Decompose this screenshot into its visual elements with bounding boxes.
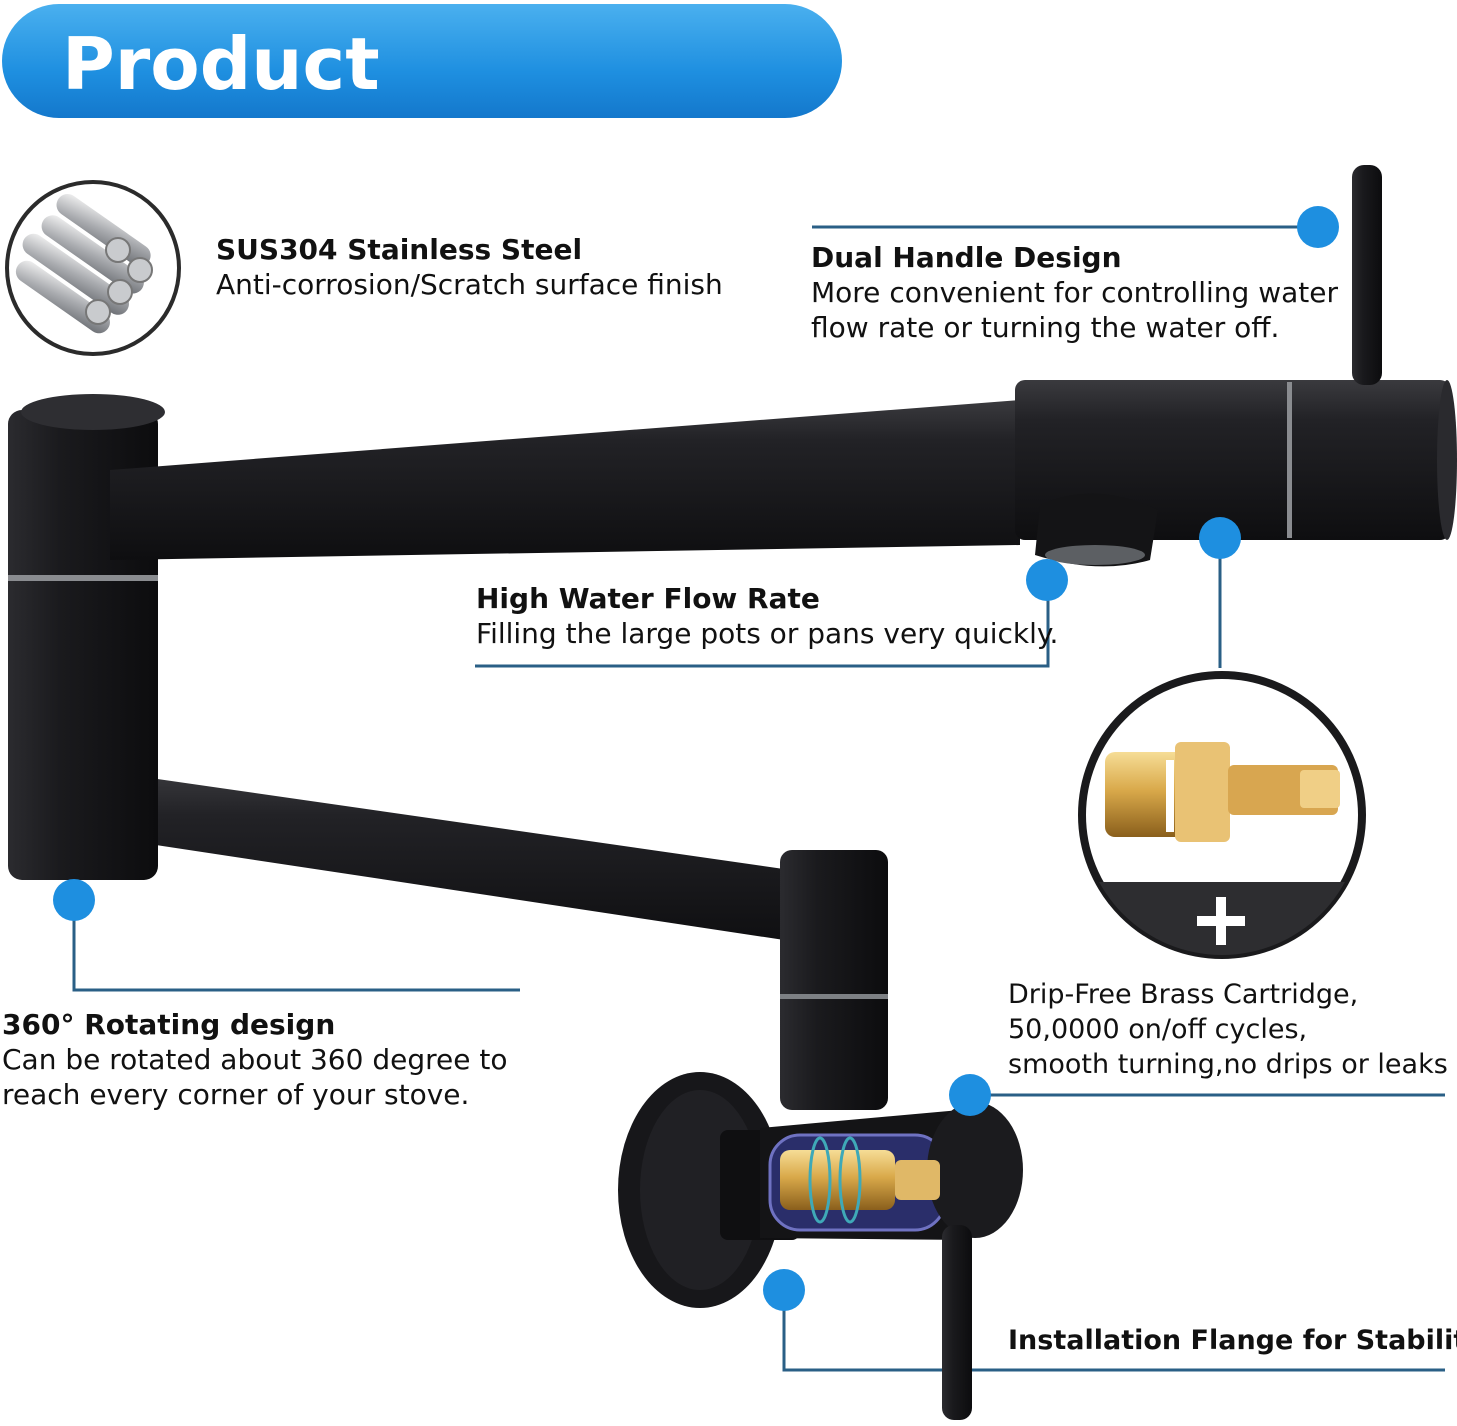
feature-handle: Dual Handle Design More convenient for c…	[811, 240, 1338, 345]
plus-icon	[1197, 897, 1245, 945]
feature-steel: SUS304 Stainless Steel Anti-corrosion/Sc…	[216, 232, 723, 302]
feature-rotate-desc-2: reach every corner of your stove.	[2, 1078, 470, 1111]
title-banner: Product Information	[2, 4, 842, 190]
feature-cartridge-line-2: 50,0000 on/off cycles,	[1008, 1014, 1308, 1045]
page-title: Product Information	[62, 22, 540, 190]
feature-flow-heading: High Water Flow Rate	[476, 582, 820, 615]
callout-dot-icon	[53, 206, 1339, 1311]
feature-rotate-heading: 360° Rotating design	[2, 1008, 336, 1041]
feature-handle-desc-1: More convenient for controlling water	[811, 276, 1338, 309]
feature-flow-desc: Filling the large pots or pans very quic…	[476, 617, 1059, 650]
feature-rotate-desc-1: Can be rotated about 360 degree to	[2, 1043, 508, 1076]
feature-steel-desc: Anti-corrosion/Scratch surface finish	[216, 268, 723, 301]
feature-flange: Installation Flange for Stability	[1008, 1323, 1457, 1358]
feature-cartridge: Drip-Free Brass Cartridge, 50,0000 on/of…	[1008, 977, 1448, 1082]
callout-lines	[72, 225, 1445, 1372]
feature-steel-heading: SUS304 Stainless Steel	[216, 233, 583, 266]
feature-handle-heading: Dual Handle Design	[811, 241, 1122, 274]
feature-rotate: 360° Rotating design Can be rotated abou…	[2, 1007, 507, 1112]
steel-rods-icon	[5, 180, 181, 356]
feature-flow: High Water Flow Rate Filling the large p…	[476, 581, 1058, 651]
feature-flange-heading: Installation Flange for Stability	[1008, 1325, 1457, 1356]
feature-handle-desc-2: flow rate or turning the water off.	[811, 311, 1280, 344]
feature-cartridge-line-3: smooth turning,no drips or leaks	[1008, 1049, 1448, 1080]
feature-cartridge-line-1: Drip-Free Brass Cartridge,	[1008, 979, 1359, 1010]
